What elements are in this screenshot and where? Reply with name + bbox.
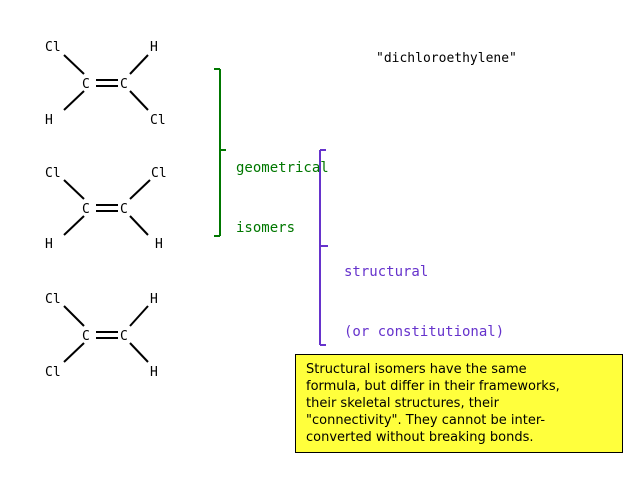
bond-c-cl	[129, 179, 151, 200]
note-line: converted without breaking bonds.	[306, 430, 534, 445]
atom-carbon-left: C	[82, 77, 90, 92]
atom-top-left: Cl	[45, 166, 61, 181]
structural-bracket	[319, 149, 328, 346]
note-line: their skeletal structures, their	[306, 396, 500, 411]
structural-label-line-2: (or constitutional)	[344, 324, 505, 340]
atom-bottom-right: Cl	[150, 113, 166, 128]
molecule-2: Cl Cl H H C C	[45, 166, 167, 252]
geometrical-label-line-1: geometrical	[236, 160, 329, 176]
bond-cl-c	[63, 179, 85, 200]
diagram-title: "dichloroethylene"	[376, 51, 517, 66]
atom-top-right: Cl	[151, 166, 167, 181]
geometrical-bracket	[214, 68, 226, 237]
bond-c-h	[129, 215, 149, 236]
atom-bottom-left: Cl	[45, 365, 61, 380]
atom-bottom-right: H	[150, 365, 158, 380]
bond-h-c	[63, 90, 85, 111]
structural-label-line-1: structural	[344, 264, 429, 280]
atom-top-right: H	[150, 40, 158, 55]
atom-carbon-right: C	[120, 329, 128, 344]
atom-carbon-left: C	[82, 202, 90, 217]
atom-top-right: H	[150, 292, 158, 307]
molecule-1: Cl H H Cl C C	[45, 40, 166, 128]
atom-bottom-left: H	[45, 237, 53, 252]
bond-c-h	[129, 342, 149, 363]
atom-carbon-right: C	[120, 77, 128, 92]
atom-bottom-left: H	[45, 113, 53, 128]
bond-cl-c	[63, 305, 85, 327]
atom-top-left: Cl	[45, 40, 61, 55]
geometrical-isomers-label: geometrical isomers	[236, 118, 329, 258]
molecule-3: Cl H Cl H C C	[45, 292, 158, 380]
note-line: "connectivity". They cannot be inter-	[306, 413, 546, 428]
atom-carbon-left: C	[82, 329, 90, 344]
bond-c-h	[129, 54, 149, 75]
atom-bottom-right: H	[155, 237, 163, 252]
bond-c-cl	[129, 90, 149, 111]
atom-carbon-right: C	[120, 202, 128, 217]
bond-h-c	[63, 215, 85, 236]
atom-top-left: Cl	[45, 292, 61, 307]
note-line: Structural isomers have the same	[306, 362, 527, 377]
bond-c-h	[129, 305, 149, 327]
geometrical-label-line-2: isomers	[236, 220, 296, 236]
definition-note-box: Structural isomers have the same formula…	[295, 354, 623, 453]
bond-cl-c	[63, 342, 85, 363]
note-line: formula, but differ in their frameworks,	[306, 379, 560, 394]
bond-cl-c	[63, 54, 85, 75]
